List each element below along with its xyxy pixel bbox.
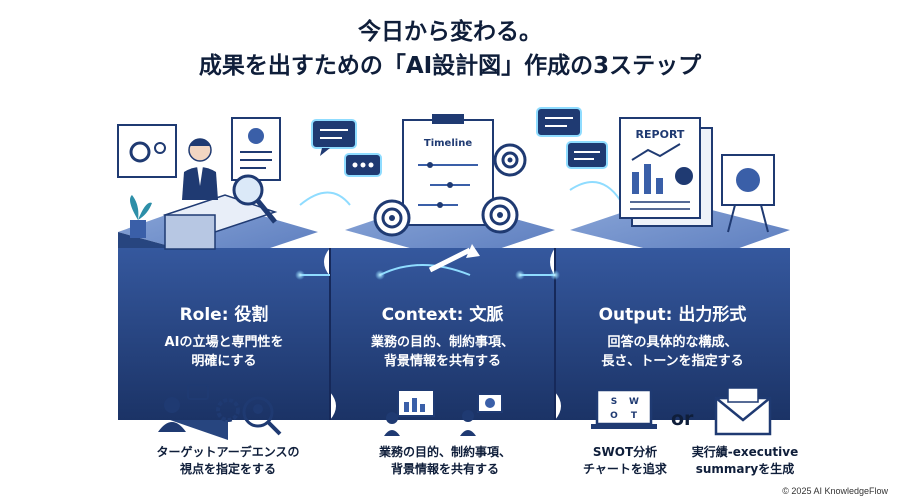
persona-gear-icon xyxy=(158,384,282,436)
sub-caption-exec-line1: 実行績-executive xyxy=(691,445,799,459)
step-heading-role: Role: 役割 xyxy=(179,305,269,325)
sub-caption-role-line2: 視点を指定をする xyxy=(179,462,276,476)
sub-caption-swot-line2: チャートを追求 xyxy=(583,462,667,476)
chat-bubble-icon xyxy=(566,141,608,169)
page-title-line2: 成果を出すための「AI設計図」作成の3ステップ xyxy=(198,53,702,79)
sub-caption-role-line1: ターゲットアーデエンスの xyxy=(156,445,300,459)
swot-letter-w: W xyxy=(629,397,639,407)
or-label: or xyxy=(671,408,694,430)
meeting-chart-icon xyxy=(384,389,503,436)
page-title-line1: 今日から変わる。 xyxy=(358,19,542,45)
chat-bubble-icon xyxy=(344,153,382,177)
step-desc-output-line2: 長さ、トーンを指定する xyxy=(601,354,744,369)
sub-caption-exec-line2: summaryを生成 xyxy=(695,462,795,476)
timeline-board-icon: Timeline xyxy=(373,114,527,273)
step-desc-role-line1: AIの立場と専門性を xyxy=(164,335,284,350)
target-icon xyxy=(481,196,519,234)
swot-letter-o: O xyxy=(610,411,618,421)
envelope-icon xyxy=(714,387,772,436)
report-label: REPORT xyxy=(636,128,685,141)
step-desc-role-line2: 明確にする xyxy=(191,354,257,369)
copyright-text: © 2025 AI KnowledgeFlow xyxy=(782,486,888,496)
sub-caption-swot-line1: SWOT分析 xyxy=(592,445,658,459)
report-document-icon: REPORT xyxy=(619,117,713,227)
step-desc-context-line2: 背景情報を共有する xyxy=(383,354,501,369)
swot-letter-t: T xyxy=(631,411,638,421)
chat-bubble-icon xyxy=(311,119,357,156)
target-icon xyxy=(493,143,527,177)
sub-caption-context-line2: 背景情報を共有する xyxy=(390,462,499,476)
swot-letter-s: S xyxy=(611,397,617,407)
timeline-label: Timeline xyxy=(424,138,472,149)
connector-lines xyxy=(299,181,621,276)
step-desc-context-line1: 業務の目的、制約事項、 xyxy=(370,335,514,350)
office-worker-icon xyxy=(117,117,281,250)
target-icon xyxy=(373,199,411,237)
sub-caption-context-line1: 業務の目的、制約事項、 xyxy=(378,445,511,459)
swot-laptop-icon: S W O T xyxy=(591,388,657,429)
step-heading-output: Output: 出力形式 xyxy=(598,305,747,325)
arrow-up-right-icon xyxy=(428,244,480,273)
chat-bubble-icon xyxy=(536,107,582,137)
step-desc-output-line1: 回答の具体的な構成、 xyxy=(607,335,738,350)
step-heading-context: Context: 文脈 xyxy=(381,305,504,325)
presentation-board-icon xyxy=(721,154,775,233)
